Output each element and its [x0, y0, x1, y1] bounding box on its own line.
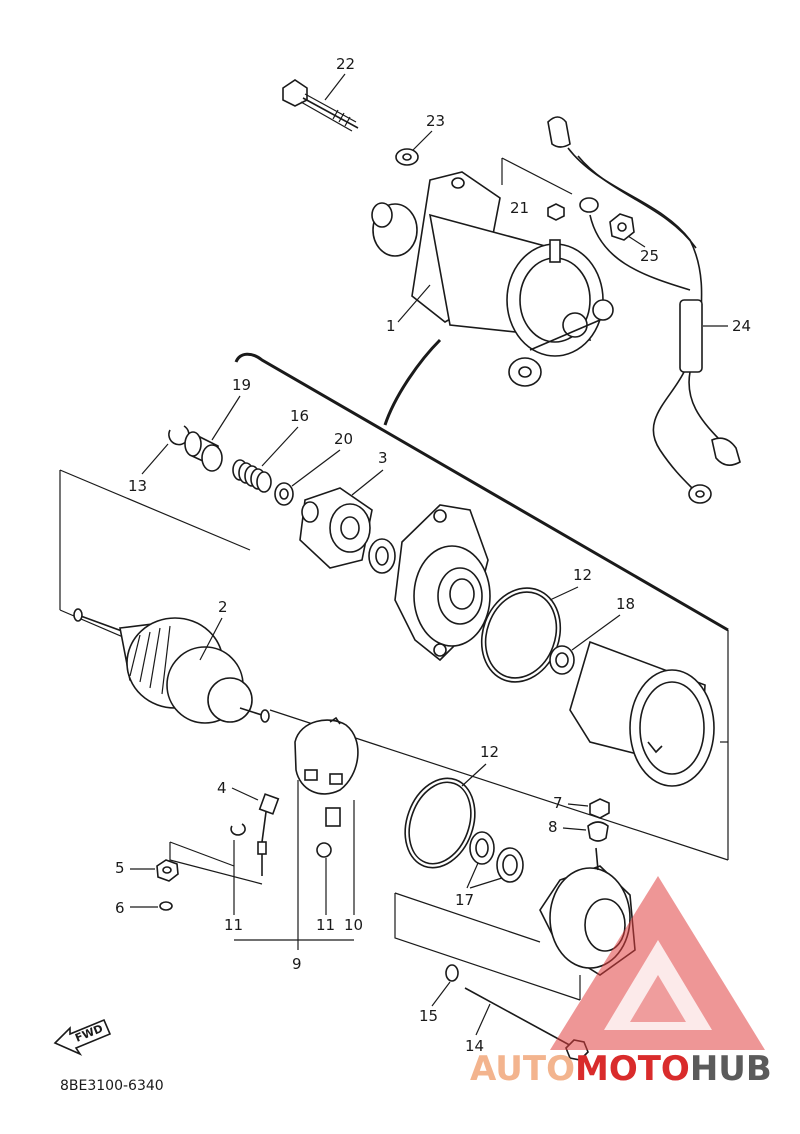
label-10: 10	[344, 916, 363, 934]
part-3-pinion-gear	[299, 487, 373, 569]
part-21-nut	[547, 203, 565, 221]
part-24-cable	[547, 116, 741, 504]
leader-3	[351, 469, 384, 496]
label-7: 7	[553, 794, 563, 812]
part-8-insulator	[587, 821, 609, 842]
part-rear-cover	[539, 847, 636, 976]
label-25: 25	[640, 247, 659, 265]
label-24: 24	[732, 317, 751, 335]
label-11-right: 11	[316, 916, 335, 934]
leader-13	[141, 443, 169, 475]
part-11-clip-right	[316, 842, 332, 858]
label-22: 22	[336, 55, 355, 73]
label-5: 5	[115, 859, 125, 877]
watermark-logo: AUTOMOTOHUB	[470, 876, 772, 1089]
bracket-14-15	[394, 893, 581, 1001]
part-1-starter-motor	[371, 171, 614, 387]
leader-20	[291, 449, 341, 487]
watermark-text: AUTOMOTOHUB	[470, 1049, 772, 1089]
label-20: 20	[334, 430, 353, 448]
label-12-bottom: 12	[480, 743, 499, 761]
part-7-nut	[589, 798, 610, 819]
label-3: 3	[378, 449, 388, 467]
part-12-oring-bottom	[404, 777, 476, 869]
label-17: 17	[455, 891, 474, 909]
label-2: 2	[218, 598, 228, 616]
leader-15	[431, 981, 451, 1007]
leader-1	[397, 284, 431, 323]
bracket-5-6	[169, 842, 263, 885]
part-4-brush	[257, 793, 280, 876]
leader-4	[231, 787, 259, 801]
leader-12-bottom	[461, 763, 487, 787]
part-13-circlip	[168, 425, 190, 446]
leader-18	[571, 614, 621, 651]
leader-8	[562, 827, 587, 831]
label-23: 23	[426, 112, 445, 130]
part-16-spring	[232, 459, 272, 493]
leader-17a	[466, 862, 479, 889]
leader-17b	[469, 877, 503, 889]
leader-16	[261, 426, 299, 467]
assembly-arrow	[383, 338, 442, 426]
label-9: 9	[292, 955, 302, 973]
exploded-frame-top	[234, 352, 729, 632]
leader-19	[211, 395, 241, 441]
part-11-clip-left	[230, 823, 246, 836]
leader-23	[412, 130, 433, 151]
leader-12-top	[549, 586, 579, 601]
label-16: 16	[290, 407, 309, 425]
leader-2	[199, 617, 223, 661]
leader-22	[324, 73, 346, 101]
label-21: 21	[510, 199, 529, 217]
leader-7	[567, 803, 589, 807]
label-8: 8	[548, 818, 558, 836]
label-1: 1	[386, 317, 396, 335]
part-front-cover	[394, 504, 491, 662]
leader-25	[627, 235, 646, 248]
part-6-washer	[159, 901, 173, 911]
part-yoke-housing	[569, 640, 715, 787]
label-18: 18	[616, 595, 635, 613]
label-11-left: 11	[224, 916, 243, 934]
label-14: 14	[465, 1037, 484, 1055]
part-15-washer	[445, 964, 459, 982]
label-4: 4	[217, 779, 227, 797]
fwd-arrow-icon: FWD	[53, 1018, 112, 1056]
label-13: 13	[128, 477, 147, 495]
part-22-bolt	[282, 79, 359, 132]
label-6: 6	[115, 899, 125, 917]
leader-14	[475, 1003, 491, 1036]
part-19-collar	[184, 431, 223, 472]
diagram-code: 8BE3100-6340	[60, 1078, 164, 1094]
label-15: 15	[419, 1007, 438, 1025]
label-12-top: 12	[573, 566, 592, 584]
part-2-armature	[73, 608, 270, 724]
part-9-brush-holder	[294, 716, 359, 827]
label-19: 19	[232, 376, 251, 394]
